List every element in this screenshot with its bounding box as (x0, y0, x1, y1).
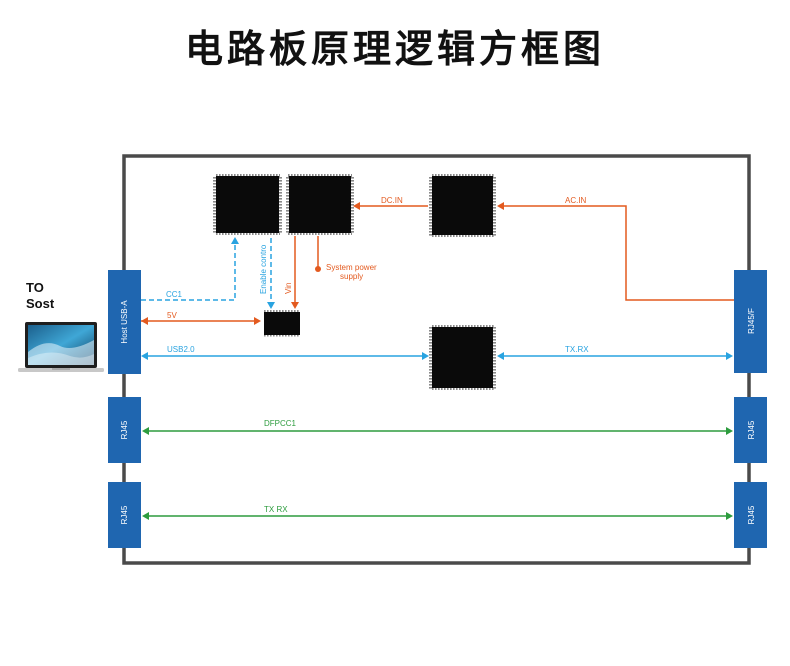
tx-rx-right-label: TX.RX (565, 345, 589, 354)
cc1-arrow (231, 237, 239, 244)
system-power-label-2: supply (340, 272, 363, 281)
tx-rx-arrow-left (497, 352, 504, 360)
ac-in-label: AC.IN (565, 196, 587, 205)
port-left-rj45-1-label: RJ45 (120, 420, 129, 439)
chip-center (429, 325, 496, 390)
host-label-line1: TO (26, 280, 44, 295)
host-label: TO Sost (26, 280, 54, 312)
port-right-rj45-1-label: RJ45 (747, 420, 756, 439)
cc1-line (141, 240, 236, 301)
port-right-rj45-1: RJ45 (734, 397, 767, 463)
usb20-label: USB2.0 (167, 345, 195, 354)
port-right-rj45f-label: RJ45/F (747, 308, 756, 334)
port-right-rj45-2-label: RJ45 (747, 505, 756, 524)
usb20-arrow-left (141, 352, 148, 360)
port-right-rj45-2: RJ45 (734, 482, 767, 548)
vin-label: Vin (284, 283, 293, 294)
tx-rx-arrow-right (726, 352, 733, 360)
cc1-label: CC1 (166, 290, 183, 299)
port-left-rj45-2: RJ45 (108, 482, 141, 548)
five-volt-arrow-right (254, 317, 261, 325)
chip-top-left (213, 174, 282, 235)
vin-arrow (291, 302, 299, 309)
enable-arrow (267, 302, 275, 309)
port-right-rj45f: RJ45/F (734, 270, 767, 373)
usb20-arrow-right (422, 352, 429, 360)
dfpcc1-label: DFPCC1 (264, 419, 297, 428)
enable-control-label: Enable contro (259, 244, 268, 294)
port-left-rj45-1: RJ45 (108, 397, 141, 463)
five-volt-arrow-left (141, 317, 148, 325)
laptop-icon (18, 322, 104, 372)
port-host-usb-a-label: Host USB-A (120, 300, 129, 344)
ac-in-arrow (497, 202, 504, 210)
dfpcc1-arrow-right (726, 427, 733, 435)
tx-rx-bottom-label: TX RX (264, 505, 288, 514)
port-left-rj45-2-label: RJ45 (120, 505, 129, 524)
system-power-dot (315, 266, 321, 272)
five-volt-label: 5V (167, 311, 177, 320)
chip-small (263, 310, 300, 337)
dc-in-label: DC.IN (381, 196, 403, 205)
chip-top-right (429, 174, 496, 237)
dc-in-arrow (353, 202, 360, 210)
port-host-usb-a: Host USB-A (108, 270, 141, 374)
page-title: 电路板原理逻辑方框图 (184, 27, 605, 71)
chip-top-middle (286, 174, 354, 235)
host-label-line2: Sost (26, 296, 55, 311)
dfpcc1-arrow-left (142, 427, 149, 435)
ac-in-line (500, 205, 734, 301)
system-power-label-1: System power (326, 263, 377, 272)
tx-rx-bottom-arrow-left (142, 512, 149, 520)
tx-rx-bottom-arrow-right (726, 512, 733, 520)
